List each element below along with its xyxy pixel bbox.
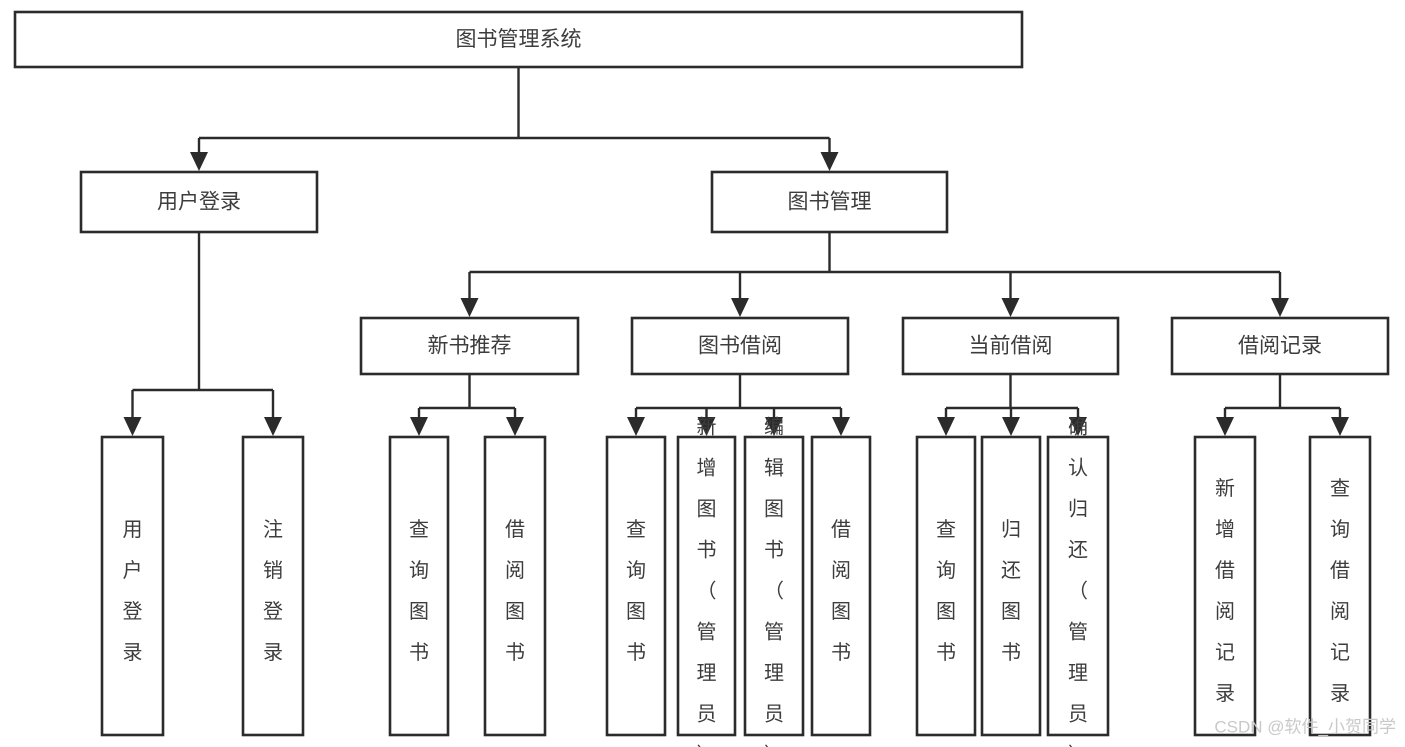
node-借阅记录-to-leaves-arrow bbox=[1216, 417, 1234, 436]
node-注销登录-label: 注销登录 bbox=[263, 518, 283, 664]
node-图书借阅-box[interactable] bbox=[630, 316, 850, 376]
node-图书借阅-to-leaves-arrow bbox=[832, 417, 850, 436]
connector-layer bbox=[123, 67, 1349, 436]
node-新增借阅记录[interactable]: 新增借阅记录 bbox=[1193, 435, 1257, 737]
node-借阅记录-to-leaves-arrow bbox=[1331, 417, 1349, 436]
node-借阅图书[interactable]: 借阅图书 bbox=[810, 435, 872, 737]
node-图书管理系统-box[interactable] bbox=[13, 10, 1024, 69]
node-图书借阅-to-leaves-arrow bbox=[765, 417, 783, 436]
node-确认归还管理员[interactable]: 确认归还（管理员） bbox=[1046, 415, 1110, 747]
node-查询图书[interactable]: 查询图书 bbox=[915, 435, 977, 737]
node-新书推荐-to-leaves-arrow bbox=[410, 417, 428, 436]
node-编辑图书管理员-label: 编辑图书（管理员） bbox=[764, 415, 784, 747]
node-查询图书-box[interactable] bbox=[915, 435, 977, 737]
root-to-level2-arrow bbox=[820, 152, 839, 171]
root-to-level2-arrow bbox=[190, 152, 208, 171]
node-借阅图书[interactable]: 借阅图书 bbox=[483, 435, 547, 737]
bookmgmt-to-level3-arrow bbox=[460, 298, 479, 317]
node-新书推荐[interactable]: 新书推荐 bbox=[359, 316, 580, 376]
node-注销登录-box[interactable] bbox=[241, 435, 305, 737]
bookmgmt-to-level3-arrow bbox=[1271, 298, 1289, 317]
node-用户登录-box[interactable] bbox=[100, 435, 165, 737]
node-归还图书[interactable]: 归还图书 bbox=[980, 435, 1042, 737]
node-注销登录[interactable]: 注销登录 bbox=[241, 435, 305, 737]
node-当前借阅-to-leaves-arrow bbox=[1002, 417, 1020, 436]
userlogin-to-leaves-arrow bbox=[264, 417, 282, 436]
node-查询图书[interactable]: 查询图书 bbox=[388, 435, 450, 737]
node-查询借阅记录-box[interactable] bbox=[1308, 435, 1372, 737]
node-新增借阅记录-label: 新增借阅记录 bbox=[1215, 477, 1235, 705]
node-借阅记录-box[interactable] bbox=[1170, 316, 1390, 376]
node-查询图书-box[interactable] bbox=[605, 435, 667, 737]
node-新增图书管理员-label: 新增图书（管理员） bbox=[697, 415, 717, 747]
node-借阅图书-label: 借阅图书 bbox=[505, 518, 525, 664]
node-用户登录-label: 用户登录 bbox=[157, 191, 241, 214]
node-查询图书-box[interactable] bbox=[388, 435, 450, 737]
node-图书借阅-to-leaves-arrow bbox=[697, 417, 716, 436]
userlogin-to-leaves-arrow bbox=[123, 417, 142, 436]
node-新增图书管理员-box[interactable] bbox=[676, 435, 737, 737]
node-图书借阅-to-leaves-arrow bbox=[627, 417, 645, 436]
node-图书管理-box[interactable] bbox=[710, 170, 949, 234]
node-用户登录-box[interactable] bbox=[79, 170, 319, 234]
node-图书管理系统-label: 图书管理系统 bbox=[456, 28, 582, 51]
node-编辑图书管理员-box[interactable] bbox=[743, 435, 805, 737]
node-借阅图书-box[interactable] bbox=[483, 435, 547, 737]
node-查询借阅记录-label: 查询借阅记录 bbox=[1330, 477, 1350, 705]
node-查询图书[interactable]: 查询图书 bbox=[605, 435, 667, 737]
node-图书管理系统[interactable]: 图书管理系统 bbox=[13, 10, 1024, 69]
node-用户登录[interactable]: 用户登录 bbox=[100, 435, 165, 737]
node-新书推荐-to-leaves-arrow bbox=[506, 417, 524, 436]
node-layer: 图书管理系统用户登录图书管理新书推荐图书借阅当前借阅借阅记录用户登录注销登录查询… bbox=[13, 10, 1390, 747]
node-确认归还管理员-box[interactable] bbox=[1046, 435, 1110, 737]
node-图书借阅-label: 图书借阅 bbox=[698, 335, 782, 358]
node-用户登录-label: 用户登录 bbox=[123, 519, 143, 664]
node-查询图书-label: 查询图书 bbox=[626, 518, 646, 664]
node-借阅图书-label: 借阅图书 bbox=[831, 518, 851, 664]
node-图书管理[interactable]: 图书管理 bbox=[710, 170, 949, 234]
node-查询借阅记录[interactable]: 查询借阅记录 bbox=[1308, 435, 1372, 737]
bookmgmt-to-level3-arrow bbox=[731, 298, 749, 317]
node-确认归还管理员-label: 确认归还（管理员） bbox=[1068, 415, 1088, 747]
node-借阅图书-box[interactable] bbox=[810, 435, 872, 737]
node-借阅记录-label: 借阅记录 bbox=[1238, 335, 1322, 358]
csdn-watermark: CSDN @软件_小贺同学 bbox=[1214, 717, 1396, 736]
node-查询图书-label: 查询图书 bbox=[936, 518, 956, 664]
node-当前借阅[interactable]: 当前借阅 bbox=[901, 316, 1120, 376]
node-新增借阅记录-box[interactable] bbox=[1193, 435, 1257, 737]
node-归还图书-label: 归还图书 bbox=[1001, 518, 1021, 664]
node-当前借阅-box[interactable] bbox=[901, 316, 1120, 376]
node-图书管理-label: 图书管理 bbox=[788, 191, 872, 214]
node-用户登录[interactable]: 用户登录 bbox=[79, 170, 319, 234]
node-当前借阅-label: 当前借阅 bbox=[969, 335, 1053, 358]
node-当前借阅-to-leaves-arrow bbox=[937, 417, 955, 436]
node-借阅记录[interactable]: 借阅记录 bbox=[1170, 316, 1390, 376]
node-归还图书-box[interactable] bbox=[980, 435, 1042, 737]
node-当前借阅-to-leaves-arrow bbox=[1069, 417, 1087, 436]
node-新书推荐-label: 新书推荐 bbox=[428, 335, 512, 358]
bookmgmt-to-level3-arrow bbox=[1001, 298, 1020, 317]
node-图书借阅[interactable]: 图书借阅 bbox=[630, 316, 850, 376]
node-新书推荐-box[interactable] bbox=[359, 316, 580, 376]
node-编辑图书管理员[interactable]: 编辑图书（管理员） bbox=[743, 415, 805, 747]
node-新增图书管理员[interactable]: 新增图书（管理员） bbox=[676, 415, 737, 747]
node-查询图书-label: 查询图书 bbox=[409, 518, 429, 664]
